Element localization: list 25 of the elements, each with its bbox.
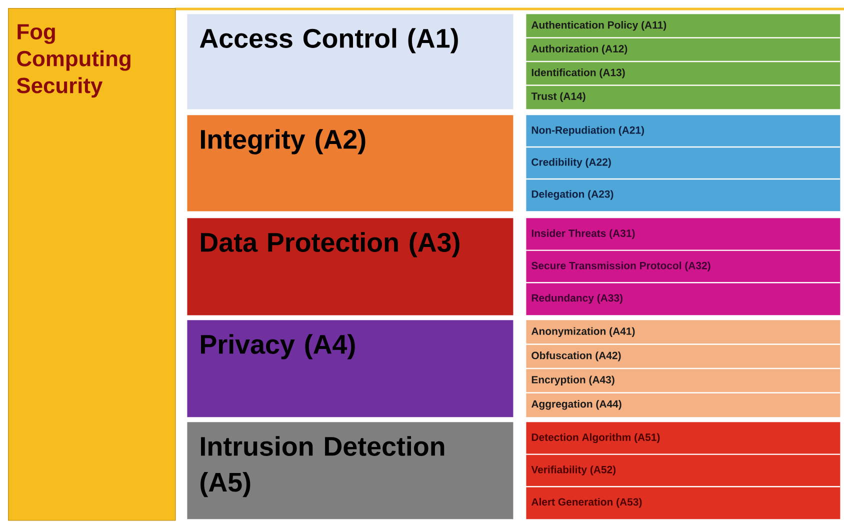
subitem-band: Non-Repudiation (A21)	[526, 115, 840, 148]
subitem-band: Verifiability (A52)	[526, 454, 840, 487]
category-box: Data Protection (A3)	[187, 218, 514, 316]
subitem-band: Anonymization (A41)	[526, 320, 840, 344]
category-box: Privacy (A4)	[187, 320, 514, 418]
subitem-band: Obfuscation (A42)	[526, 344, 840, 369]
subitem-band: Delegation (A23)	[526, 179, 840, 212]
subitem-band: Detection Algorithm (A51)	[526, 422, 840, 455]
node-label: Verifiability (A52)	[531, 466, 616, 476]
category-box: Intrusion Detection (A5)	[187, 422, 514, 520]
category-box: Access Control (A1)	[187, 14, 514, 110]
subitem-band: Authentication Policy (A11)	[526, 14, 840, 38]
subitem-band: Insider Threats (A31)	[526, 218, 840, 251]
subitem-band: Alert Generation (A53)	[526, 486, 840, 520]
subitem-band: Authorization (A12)	[526, 38, 840, 62]
subitem-band: Trust (A14)	[526, 85, 840, 110]
heading-column: Fog Computing Security	[8, 8, 176, 521]
subitem-band: Credibility (A22)	[526, 147, 840, 180]
subitem-band: Aggregation (A44)	[526, 392, 840, 418]
node-label: Secure Transmission Protocol (A32)	[532, 262, 710, 272]
category-box: Integrity (A2)	[187, 115, 514, 212]
subitem-band: Identification (A13)	[526, 62, 840, 86]
subitem-band: Secure Transmission Protocol (A32)	[526, 250, 840, 283]
subitem-band: Encryption (A43)	[526, 368, 840, 393]
subitem-band: Redundancy (A33)	[526, 282, 840, 316]
